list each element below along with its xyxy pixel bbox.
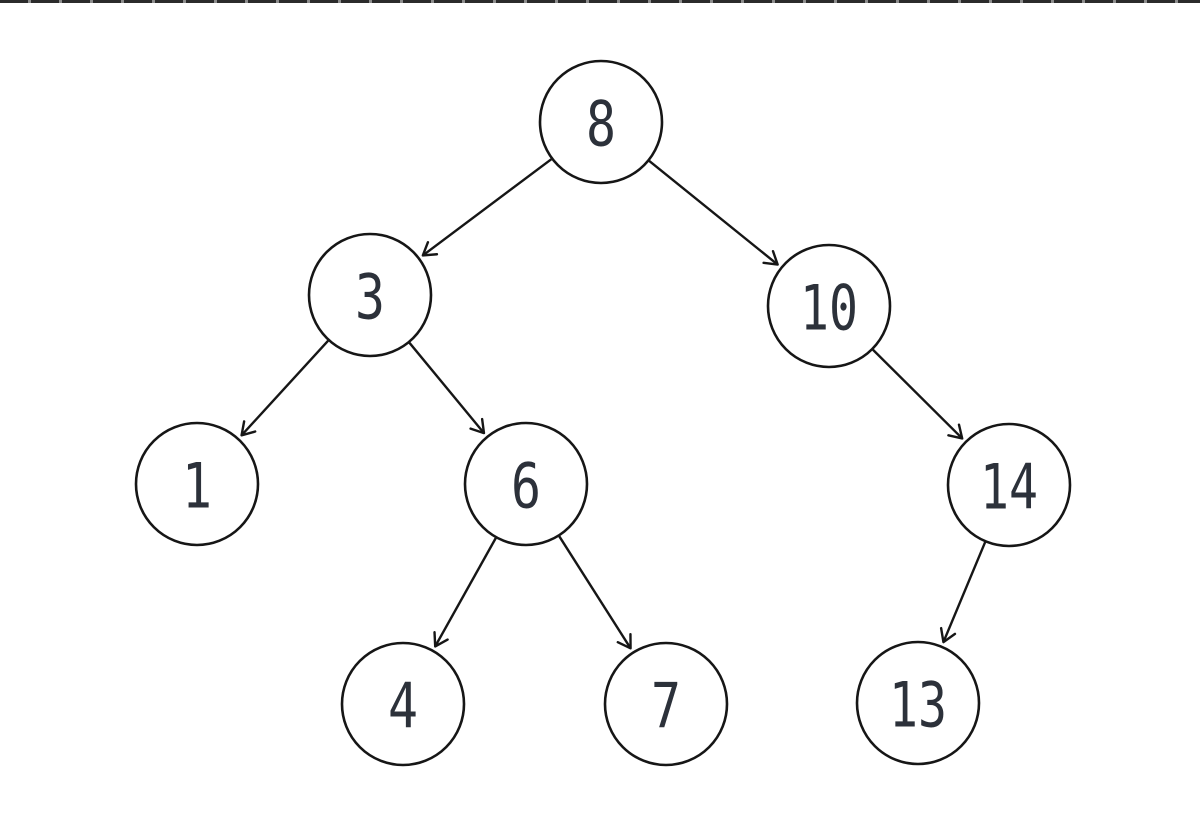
tree-node-8: 8 — [538, 59, 664, 185]
tree-node-value: 3 — [355, 261, 385, 334]
tree-node-value: 14 — [980, 451, 1038, 524]
tree-node-value: 6 — [511, 450, 541, 523]
tree-node-value: 13 — [889, 669, 947, 742]
tree-node-value: 10 — [800, 272, 858, 345]
tree-node-circle — [307, 232, 433, 358]
tree-node-6: 6 — [463, 421, 589, 547]
tree-edge-8-10 — [648, 160, 779, 266]
tree-node-circle — [855, 640, 981, 766]
tree-node-13: 13 — [855, 640, 981, 766]
tree-node-value: 8 — [586, 88, 616, 161]
tree-edge-14-13 — [939, 541, 987, 644]
tree-edge-8-3 — [421, 158, 553, 257]
tree-edge-3-1 — [240, 339, 330, 437]
tree-node-1: 1 — [134, 421, 260, 547]
tree-node-circle — [463, 421, 589, 547]
tree-node-value: 4 — [388, 670, 418, 743]
tree-node-value: 1 — [182, 450, 212, 523]
top-dashed-border — [0, 0, 1200, 3]
tree-node-4: 4 — [340, 641, 466, 767]
tree-node-3: 3 — [307, 232, 433, 358]
tree-edge-3-6 — [408, 342, 486, 435]
tree-node-circle — [766, 243, 892, 369]
tree-node-circle — [603, 641, 729, 767]
tree-node-circle — [946, 422, 1072, 548]
tree-edge-10-14 — [872, 348, 964, 440]
tree-edge-6-7 — [558, 535, 632, 650]
tree-node-14: 14 — [946, 422, 1072, 548]
tree-node-10: 10 — [766, 243, 892, 369]
tree-edge-6-4 — [433, 537, 497, 648]
tree-node-circle — [340, 641, 466, 767]
tree-node-7: 7 — [603, 641, 729, 767]
tree-node-circle — [134, 421, 260, 547]
tree-node-value: 7 — [651, 670, 681, 743]
tree-node-circle — [538, 59, 664, 185]
